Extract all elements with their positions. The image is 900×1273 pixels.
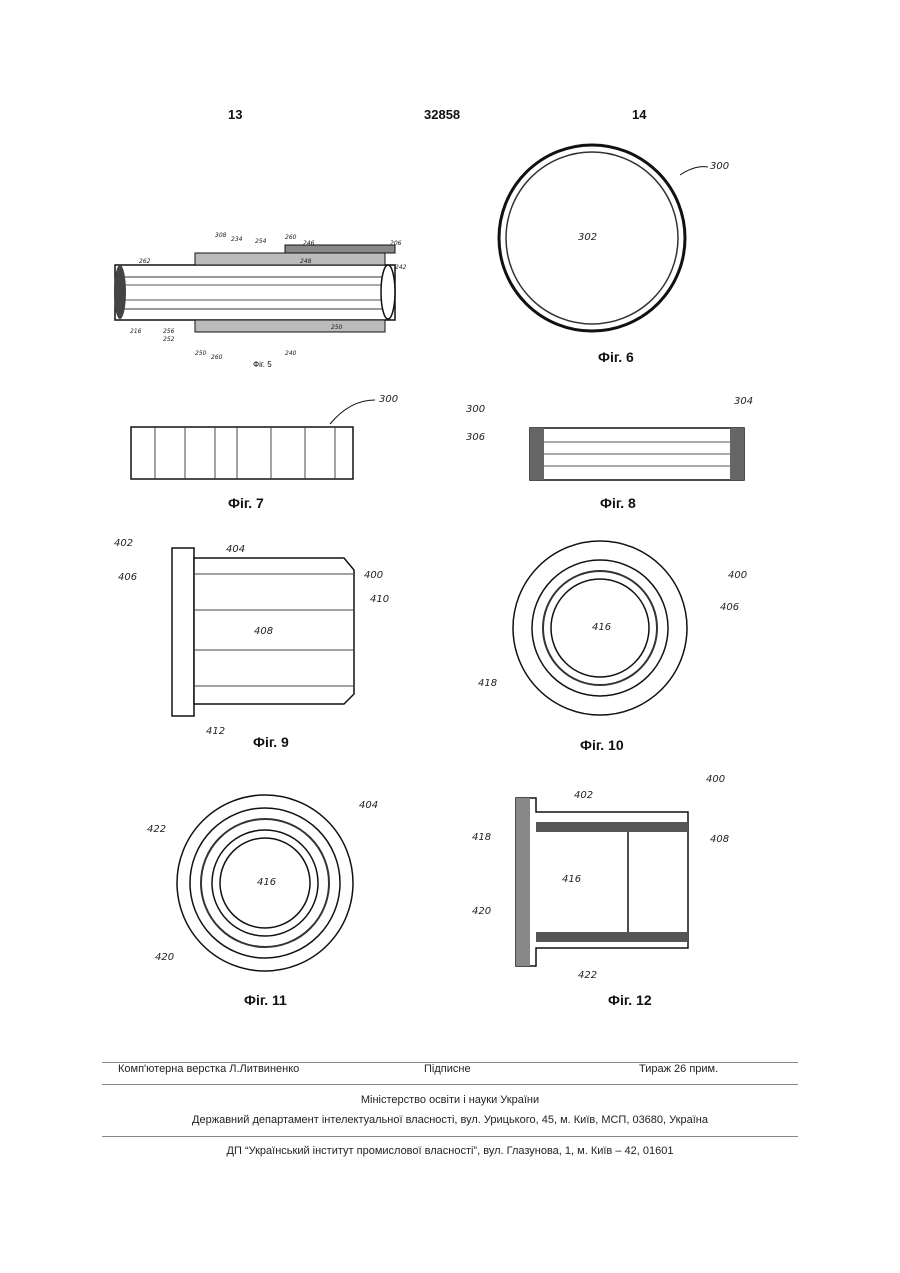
svg-text:408: 408 bbox=[254, 626, 273, 637]
svg-text:300: 300 bbox=[466, 404, 485, 415]
figure-10-caption: Фіг. 10 bbox=[580, 737, 624, 753]
footer-department: Державний департамент інтелектуальної вл… bbox=[0, 1114, 900, 1126]
svg-text:406: 406 bbox=[720, 602, 739, 613]
svg-text:412: 412 bbox=[206, 726, 225, 737]
figure-10-drawing: 416 400 406 418 bbox=[470, 540, 770, 740]
figure-5-drawing: 308 234 254 260 246 206 262 242 248 216 … bbox=[105, 225, 425, 375]
svg-text:422: 422 bbox=[147, 824, 166, 835]
figure-12-caption: Фіг. 12 bbox=[608, 992, 652, 1008]
svg-text:304: 304 bbox=[734, 396, 753, 407]
svg-text:302: 302 bbox=[578, 232, 597, 243]
svg-text:406: 406 bbox=[118, 572, 137, 583]
svg-text:256: 256 bbox=[163, 328, 175, 335]
svg-text:250: 250 bbox=[331, 324, 343, 331]
svg-text:420: 420 bbox=[155, 952, 174, 963]
figure-7-caption: Фіг. 7 bbox=[228, 495, 264, 511]
svg-text:410: 410 bbox=[370, 594, 389, 605]
svg-text:240: 240 bbox=[285, 350, 297, 357]
figure-9-drawing: 402 404 406 400 410 408 412 bbox=[108, 530, 418, 740]
svg-text:404: 404 bbox=[226, 544, 245, 555]
footer-divider-middle bbox=[102, 1084, 798, 1085]
footer-circulation: Тираж 26 прим. bbox=[639, 1063, 718, 1075]
svg-text:400: 400 bbox=[728, 570, 747, 581]
svg-text:416: 416 bbox=[592, 622, 611, 633]
figure-6-caption: Фіг. 6 bbox=[598, 349, 634, 365]
left-page-number: 13 bbox=[228, 107, 242, 122]
svg-text:206: 206 bbox=[390, 240, 402, 247]
svg-text:242: 242 bbox=[395, 264, 407, 271]
svg-text:416: 416 bbox=[562, 874, 581, 885]
figure-7-drawing: 300 bbox=[125, 390, 425, 490]
footer-institute: ДП “Український інститут промислової вла… bbox=[0, 1145, 900, 1157]
svg-text:300: 300 bbox=[379, 394, 398, 405]
svg-text:262: 262 bbox=[139, 258, 151, 265]
svg-text:260: 260 bbox=[211, 354, 223, 361]
svg-text:416: 416 bbox=[257, 877, 276, 888]
footer-typesetter: Комп'ютерна верстка Л.Литвиненко bbox=[118, 1063, 299, 1075]
svg-text:418: 418 bbox=[472, 832, 491, 843]
svg-text:418: 418 bbox=[478, 678, 497, 689]
svg-text:216: 216 bbox=[130, 328, 142, 335]
figure-8-caption: Фіг. 8 bbox=[600, 495, 636, 511]
footer-ministry: Міністерство освіти і науки України bbox=[0, 1094, 900, 1106]
figure-6-drawing: 302 300 bbox=[480, 135, 760, 350]
svg-text:252: 252 bbox=[163, 336, 175, 343]
svg-text:308: 308 bbox=[215, 232, 227, 239]
svg-text:248: 248 bbox=[300, 258, 312, 265]
figure-12-drawing: 400 402 418 408 416 420 422 bbox=[468, 770, 768, 985]
svg-text:404: 404 bbox=[359, 800, 378, 811]
figure-11-drawing: 416 404 422 420 bbox=[145, 790, 405, 990]
svg-text:300: 300 bbox=[710, 161, 729, 172]
svg-text:420: 420 bbox=[472, 906, 491, 917]
svg-text:260: 260 bbox=[285, 234, 297, 241]
svg-text:408: 408 bbox=[710, 834, 729, 845]
svg-text:254: 254 bbox=[255, 238, 267, 245]
right-page-number: 14 bbox=[632, 107, 646, 122]
svg-text:400: 400 bbox=[364, 570, 383, 581]
svg-text:246: 246 bbox=[303, 240, 315, 247]
svg-text:422: 422 bbox=[578, 970, 597, 981]
svg-text:250: 250 bbox=[195, 350, 207, 357]
figure-11-caption: Фіг. 11 bbox=[244, 992, 287, 1008]
figure-8-drawing: 300 304 306 bbox=[462, 390, 772, 490]
figure-9-caption: Фіг. 9 bbox=[253, 734, 289, 750]
footer-signed: Підписне bbox=[424, 1063, 471, 1075]
svg-text:402: 402 bbox=[114, 538, 133, 549]
figure-5-caption: Фіг. 5 bbox=[253, 360, 272, 369]
svg-text:402: 402 bbox=[574, 790, 593, 801]
footer-divider-bottom bbox=[102, 1136, 798, 1137]
document-number: 32858 bbox=[424, 107, 460, 122]
svg-text:306: 306 bbox=[466, 432, 485, 443]
svg-text:234: 234 bbox=[231, 236, 243, 243]
svg-text:400: 400 bbox=[706, 774, 725, 785]
